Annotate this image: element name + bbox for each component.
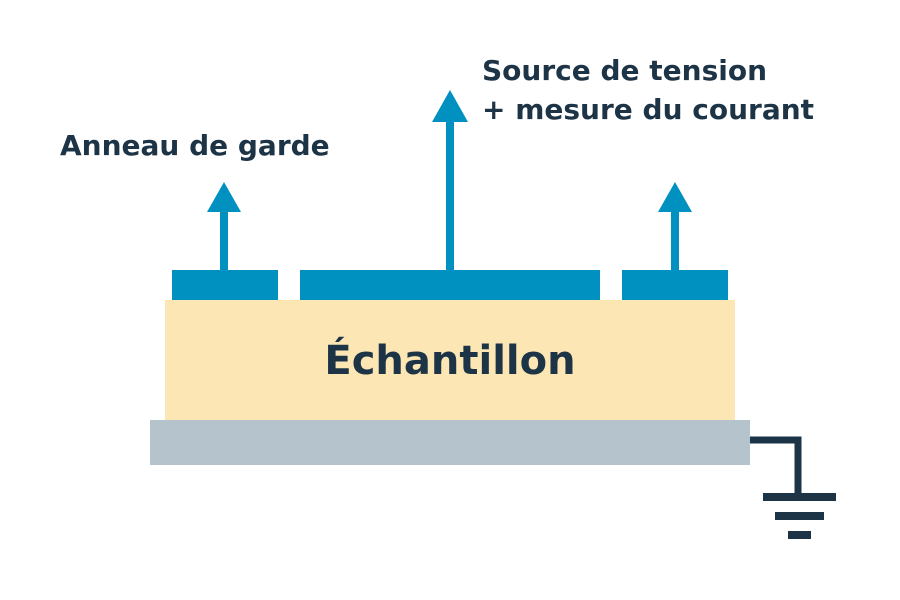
current-measure-label: + mesure du courant [482, 93, 814, 126]
guard-ring-electrode-right [622, 270, 728, 300]
voltage-source-label: Source de tension [482, 54, 767, 87]
base-plate [150, 420, 750, 465]
arrow-left-icon [207, 182, 241, 272]
sample-block [165, 300, 735, 420]
guard-ring-label: Anneau de garde [60, 129, 330, 162]
main-electrode [300, 270, 600, 300]
guard-ring-electrode-left [172, 270, 278, 300]
arrow-center-icon [432, 90, 468, 272]
arrow-right-icon [658, 182, 692, 272]
sample-label: Échantillon [324, 336, 575, 384]
ground-icon [750, 436, 836, 539]
